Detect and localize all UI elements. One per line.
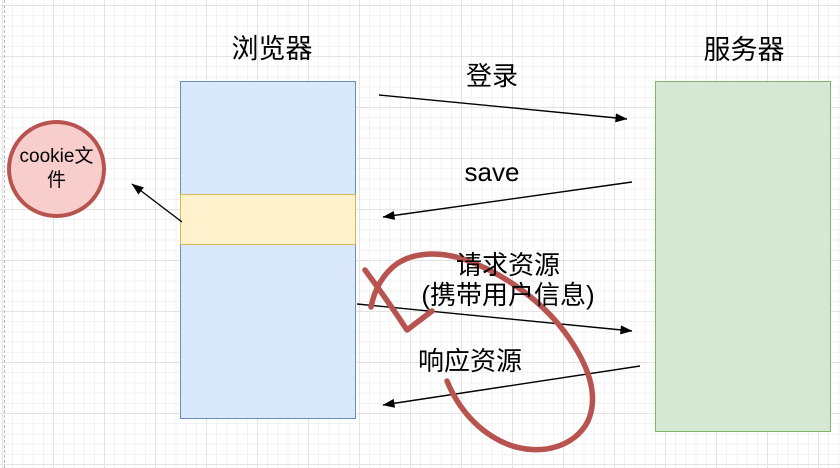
login-arrow-label: 登录 (465, 61, 518, 91)
request-arrow-label: 请求资源 (携带用户信息) (377, 250, 639, 310)
login-arrow[interactable] (378, 94, 628, 123)
save-arrow-label: save (464, 157, 520, 187)
browser-title: 浏览器 (231, 34, 313, 64)
cookie-storage-band[interactable] (180, 194, 356, 245)
request-arrow-label-line2: (携带用户信息) (421, 280, 595, 310)
server-title: 服务器 (703, 35, 785, 65)
cookie-file-circle[interactable]: cookie文件 (7, 120, 106, 218)
store-cookie-arrow[interactable] (131, 183, 183, 223)
browser-lifeline-box[interactable] (180, 81, 356, 419)
request-arrow-label-line1: 请求资源 (455, 250, 560, 280)
cookie-file-label: cookie文件 (19, 146, 94, 191)
server-box[interactable] (655, 81, 831, 432)
page-boundary-line (4, 0, 5, 468)
response-arrow-label: 响应资源 (417, 346, 522, 376)
